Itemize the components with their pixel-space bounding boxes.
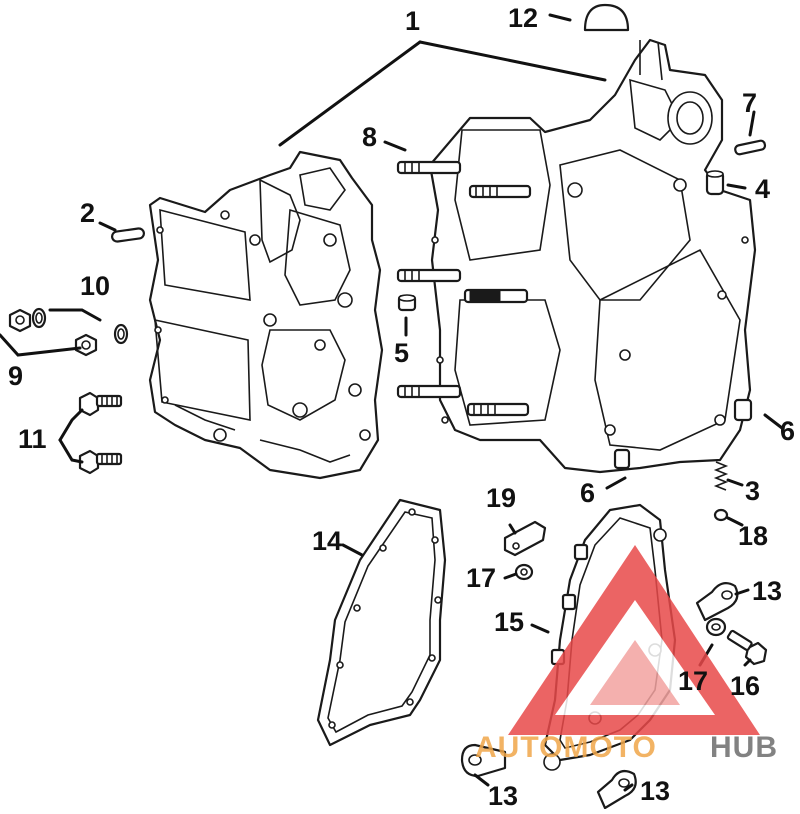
stud [468,184,532,199]
callout-9: 9 [8,361,23,391]
clip-19 [503,520,547,557]
callout-12: 12 [508,3,538,33]
washer-18 [713,508,729,522]
callout-11: 11 [18,424,47,454]
crankcase-half-left [148,150,384,480]
clamp-13-bottom-left [460,743,507,778]
cylinder-block-right [428,38,757,474]
dowel-pin-2 [111,227,145,243]
watermark-brand-left: AUTOMOTO [475,731,657,764]
stud [396,384,462,399]
callout-19: 19 [486,483,516,513]
woodruff-key-12 [583,3,630,32]
callout-8: 8 [362,122,377,152]
studs [396,160,532,417]
bolt-pair-11 [78,391,123,475]
callout-6-right: 6 [780,416,795,446]
watermark-brand-right: HUB [710,731,778,764]
callout-13-bottom-left: 13 [488,781,518,809]
leader-lines [0,13,784,792]
automotohub-watermark: AUTOMOTO HUB [475,545,778,764]
callout-2: 2 [80,198,95,228]
stud [396,160,462,175]
spring-3 [713,461,729,491]
plug-5 [397,294,417,312]
callout-15: 15 [494,607,524,637]
fitting-4 [705,170,725,196]
callout-4: 4 [755,174,770,204]
gasket-14 [316,498,447,747]
clamp-13-right [695,581,739,622]
nut-washer-set [8,307,129,357]
callout-5: 5 [394,338,409,368]
callout-17-right: 17 [678,666,708,696]
callout-13-bottom-right: 13 [640,776,670,806]
callout-3: 3 [745,476,760,506]
callout-10: 10 [80,271,110,301]
callout-13-right: 13 [752,576,782,606]
callout-17-left: 17 [466,563,496,593]
callout-18: 18 [738,521,768,551]
callout-7: 7 [742,88,757,118]
callout-6-bottom: 6 [580,478,595,508]
clamp-13-bottom-right [596,769,637,810]
dowel-pin-7 [734,139,767,156]
callout-14: 14 [312,526,342,556]
washer-17-left [514,563,534,581]
stud [463,288,529,304]
stud [396,268,462,283]
callout-1: 1 [405,6,420,36]
callout-16: 16 [730,671,760,701]
bolt-16 [726,629,768,666]
callout-labels: 1 2 3 4 5 6 6 7 8 9 10 11 12 13 13 13 14… [8,3,795,811]
dowel-fitting [733,398,753,422]
stud [466,402,530,417]
washer-17-right [705,617,727,637]
